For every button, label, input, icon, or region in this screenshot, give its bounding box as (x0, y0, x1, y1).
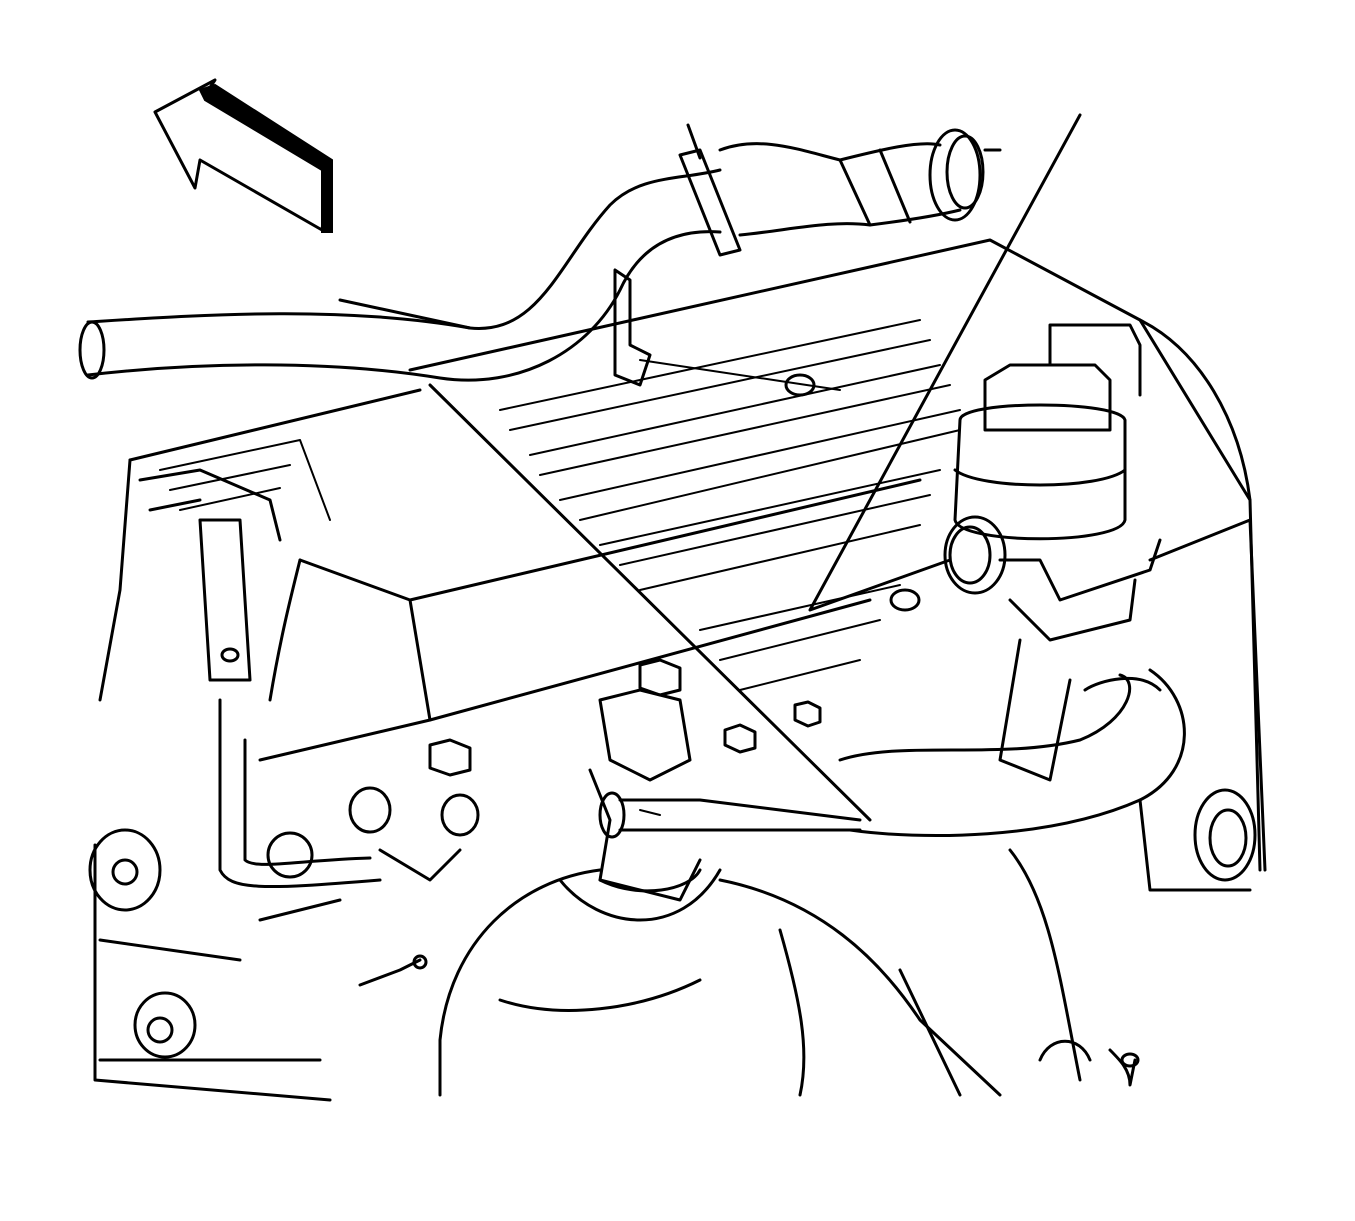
upper-hose (78, 123, 1002, 382)
callout-triangle (428, 113, 1082, 822)
air-injection-valve (943, 323, 1162, 782)
center-bracket (588, 658, 862, 902)
hose-bracket (613, 268, 841, 397)
engine-block-lower (88, 738, 480, 1102)
lower-hose (838, 668, 1186, 838)
direction-arrow-icon (153, 78, 333, 233)
valve-cover (98, 238, 1262, 872)
right-housing (1038, 318, 1267, 1087)
exhaust-manifold (438, 848, 1082, 1097)
fasteners (358, 588, 921, 987)
left-sensor-bracket (138, 468, 462, 889)
